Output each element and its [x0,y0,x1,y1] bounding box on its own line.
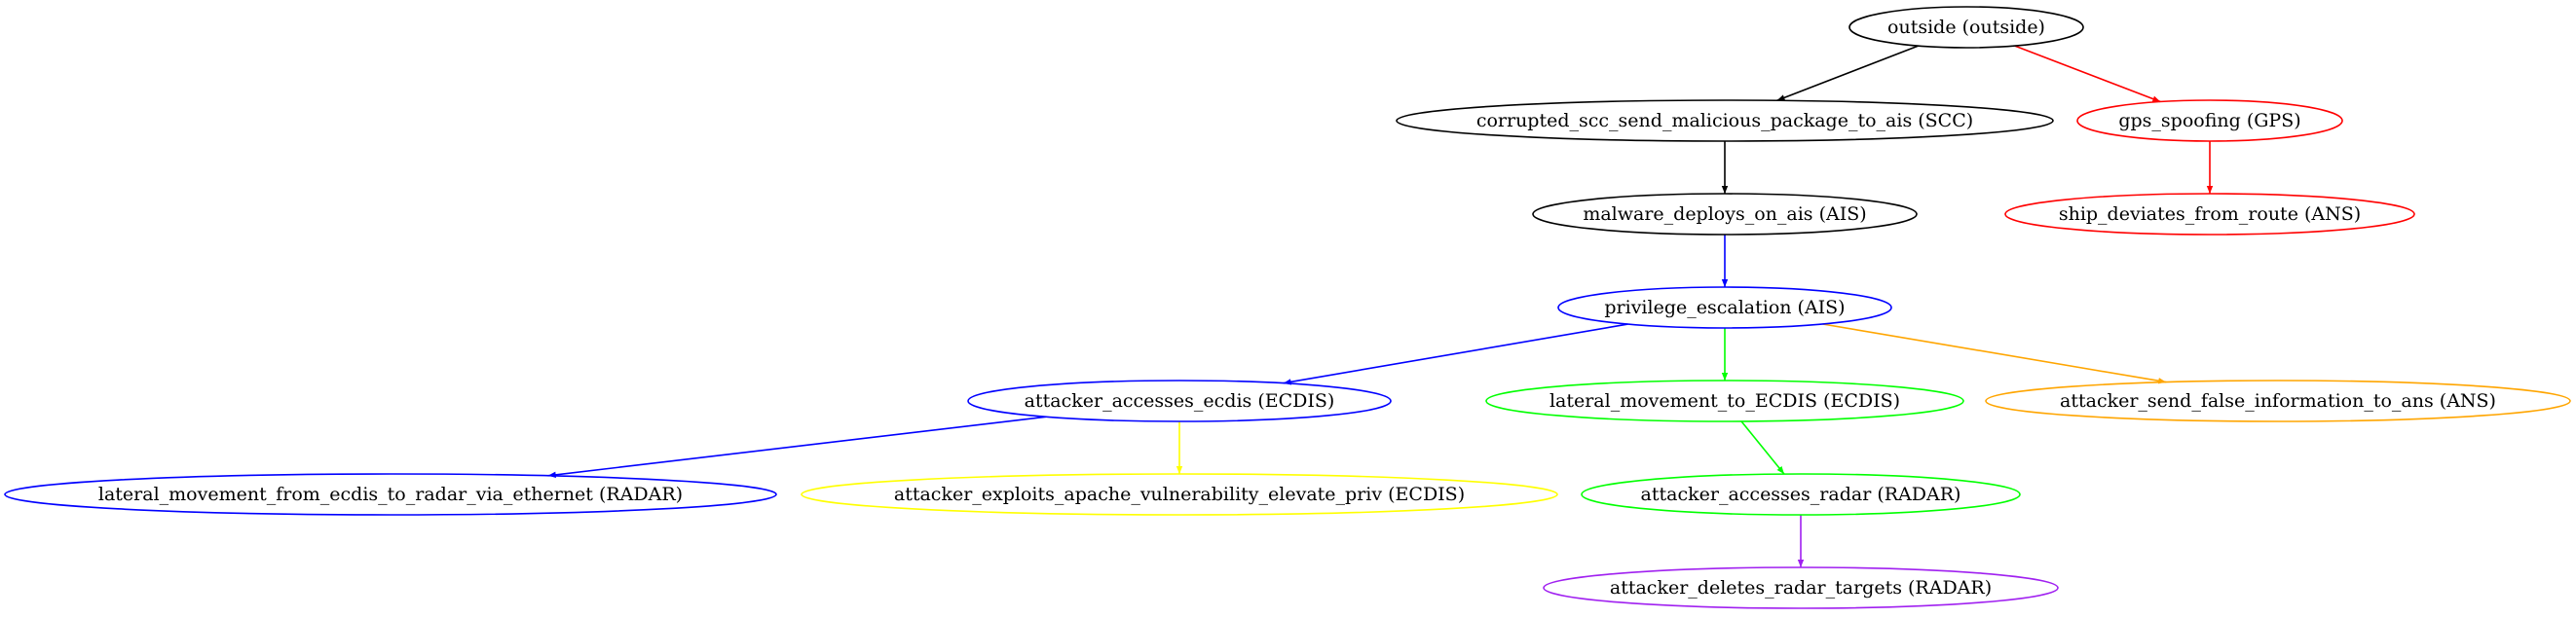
edge-outside-to-scc [1776,45,1919,102]
node-scc: corrupted_scc_send_malicious_package_to_… [1396,99,2054,142]
node-label: attacker_accesses_radar (RADAR) [1641,484,1961,505]
node-gps: gps_spoofing (GPS) [2076,99,2343,142]
node-ellipse [1848,6,2084,49]
edge-ecdis-to-latradar [547,416,1046,479]
node-label: attacker_deletes_radar_targets (RADAR) [1610,577,1992,599]
node-deletes: attacker_deletes_radar_targets (RADAR) [1543,566,2059,609]
node-label: privilege_escalation (AIS) [1604,297,1845,318]
node-label: gps_spoofing (GPS) [2118,110,2300,131]
node-malware: malware_deploys_on_ais (AIS) [1532,193,1918,236]
nodes-layer: outside (outside) corrupted_scc_send_mali… [4,6,2571,609]
node-ellipse [1532,193,1918,236]
edges-layer [547,45,2214,567]
node-latradar: lateral_movement_from_ecdis_to_radar_via… [4,473,777,516]
node-ellipse [1396,99,2054,142]
node-outside: outside (outside) [1848,6,2084,49]
node-ellipse [1485,380,1964,422]
node-label: lateral_movement_to_ECDIS (ECDIS) [1549,390,1900,412]
node-apache: attacker_exploits_apache_vulnerability_e… [801,473,1558,516]
edge-outside-to-gps [2014,45,2161,103]
node-ecdis: attacker_accesses_ecdis (ECDIS) [967,380,1392,422]
node-ellipse [967,380,1392,422]
node-priv: privilege_escalation (AIS) [1557,286,1892,329]
node-ellipse [1581,473,2021,516]
node-label: outside (outside) [1887,17,2045,38]
node-ellipse [1557,286,1892,329]
edge-priv-to-falseans [1822,323,2167,384]
node-label: attacker_accesses_ecdis (ECDIS) [1025,390,1335,412]
node-label: lateral_movement_from_ecdis_to_radar_via… [98,484,683,505]
node-ellipse [4,473,777,516]
node-ellipse [2004,193,2415,236]
node-ellipse [801,473,1558,516]
node-radar: attacker_accesses_radar (RADAR) [1581,473,2021,516]
node-latecdis: lateral_movement_to_ECDIS (ECDIS) [1485,380,1964,422]
node-label: corrupted_scc_send_malicious_package_to_… [1476,110,1973,131]
node-label: malware_deploys_on_ais (AIS) [1583,203,1866,225]
node-falseans: attacker_send_false_information_to_ans (… [1985,380,2571,422]
node-ellipse [1985,380,2571,422]
node-deviate: ship_deviates_from_route (ANS) [2004,193,2415,236]
edge-latecdis-to-radar [1740,420,1785,475]
node-ellipse [1543,566,2059,609]
edge-priv-to-ecdis [1283,323,1628,385]
node-label: attacker_send_false_information_to_ans (… [2060,390,2496,412]
node-ellipse [2076,99,2343,142]
node-label: ship_deviates_from_route (ANS) [2059,203,2361,225]
node-label: attacker_exploits_apache_vulnerability_e… [894,484,1465,505]
